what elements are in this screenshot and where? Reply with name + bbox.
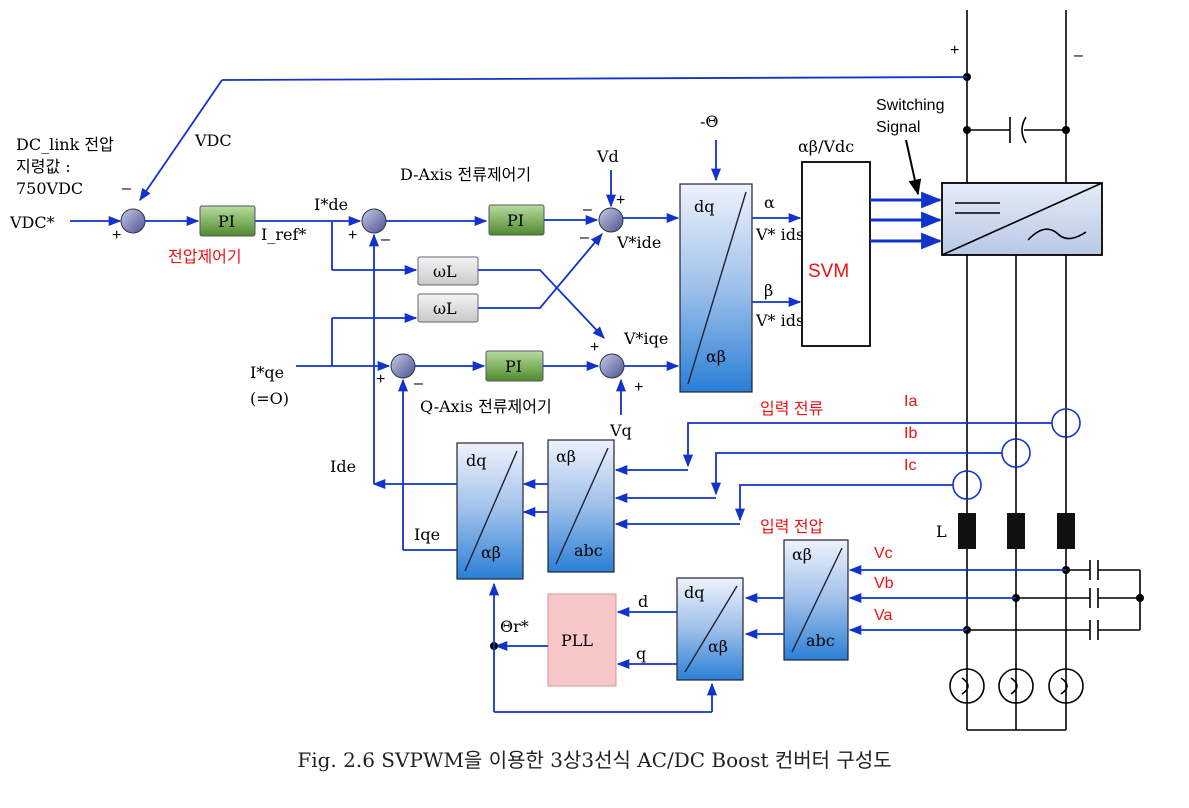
vq-sum-junction [599,353,625,379]
vd-sum-junction [598,207,624,233]
current-clarke-transform-block [547,439,615,573]
v-ids-alpha-label: V* ids [755,225,804,244]
sum4-minus: – [414,375,423,392]
neg-theta-label: -Θ [700,112,719,131]
voltage-park-ab-label: αβ [708,637,728,656]
voltage-sum-junction [120,208,146,234]
voltage-controller-label: 전압제어기 [168,248,242,266]
va-label: Va [874,607,892,624]
inductor-b [1007,513,1025,549]
ic-label: Ic [904,457,916,474]
i-qe-star-label: I*qe [250,363,284,382]
vdc-label: VDC [194,131,232,150]
ib-label: Ib [904,425,917,442]
current-park-ab-label: αβ [481,543,501,562]
inverse-park-transform-block [679,183,753,393]
d-label: d [638,592,648,611]
theta-r-label: Θr* [500,617,529,636]
i-qe-zero-label: (=O) [250,389,289,408]
omega-l-label-1: ωL [433,262,457,281]
current-clarke-abc-label: abc [574,541,603,560]
dc-link-label-3: 750VDC [16,179,83,198]
q-pi-label: PI [505,357,522,376]
dc-link-capacitor [967,116,1066,144]
current-clarke-ab-label: αβ [556,447,576,466]
sum2-plus: + [348,227,357,244]
input-current-label: 입력 전류 [760,400,823,418]
dc-link-label-1: DC_link 전압 [16,135,114,154]
beta-label: β [764,281,773,300]
ac-filter-capacitors [963,560,1144,640]
iqe-label: Iqe [414,525,440,544]
inv-park-dq-label: dq [694,197,714,216]
ia-label: Ia [904,393,917,410]
i-de-star-label: I*de [314,195,348,214]
sum4-plus: + [376,371,385,388]
d-current-sum-junction [361,208,387,234]
converter-block [941,182,1103,256]
alpha-label: α [764,193,775,212]
sum1-minus: – [122,180,131,197]
svm-label: SVM [808,261,849,282]
v-ide-label: V*ide [616,233,661,252]
voltage-clarke-transform-block [783,539,849,661]
sum3-minus-b: – [580,229,589,246]
i-ref-label: I_ref* [261,225,306,244]
current-park-transform-block [456,442,524,580]
dc-plus-sign: + [950,42,959,59]
q-current-sum-junction [390,353,416,379]
ac-sources [949,668,1084,731]
omega-l-block-1 [417,256,479,286]
dc-minus-sign: – [1074,47,1083,64]
ab-vdc-label: αβ/Vdc [798,137,854,156]
sum3-plus: + [616,192,625,209]
v-iqe-label: V*iqe [623,329,668,348]
sum1-plus: + [112,227,121,244]
power-stage: + – L [936,10,1144,731]
v-ids-beta-label: V* ids [755,311,804,330]
d-pi-label: PI [507,211,524,230]
inv-park-ab-label: αβ [706,347,726,366]
inductor-c [958,513,976,549]
voltage-park-dq-label: dq [684,583,704,602]
input-voltage-label: 입력 전압 [760,518,824,536]
sum3-minus-a: – [583,201,592,218]
vd-label: Vd [596,147,619,166]
inductor-label: L [936,522,947,541]
svm-block [801,161,871,347]
pll-block [547,593,617,687]
switching-label-1: Switching [876,97,944,114]
vdc-star-label: VDC* [9,213,55,232]
inductor-a [1057,513,1075,549]
sum5-plus-b: + [634,379,643,396]
sum5-plus-a: + [590,339,599,356]
voltage-pi-label: PI [218,212,235,231]
current-park-dq-label: dq [466,451,486,470]
vq-label: Vq [609,421,632,440]
ide-label: Ide [330,457,356,476]
q-label: q [636,644,646,663]
vc-label: Vc [874,545,893,562]
d-axis-controller-label: D-Axis 전류제어기 [400,165,531,184]
figure-caption: Fig. 2.6 SVPWM을 이용한 3상3선식 AC/DC Boost 컨버… [297,748,892,772]
dc-link-label-2: 지령값 : [16,157,71,176]
switching-label-2: Signal [876,119,920,136]
sum2-minus: – [381,231,390,248]
voltage-clarke-ab-label: αβ [792,545,812,564]
vb-label: Vb [874,575,894,592]
pll-label: PLL [561,631,593,650]
q-axis-controller-label: Q-Axis 전류제어기 [420,397,552,416]
omega-l-label-2: ωL [433,299,457,318]
vdc-feedback-path: VDC [139,76,968,202]
voltage-clarke-abc-label: abc [806,631,835,650]
